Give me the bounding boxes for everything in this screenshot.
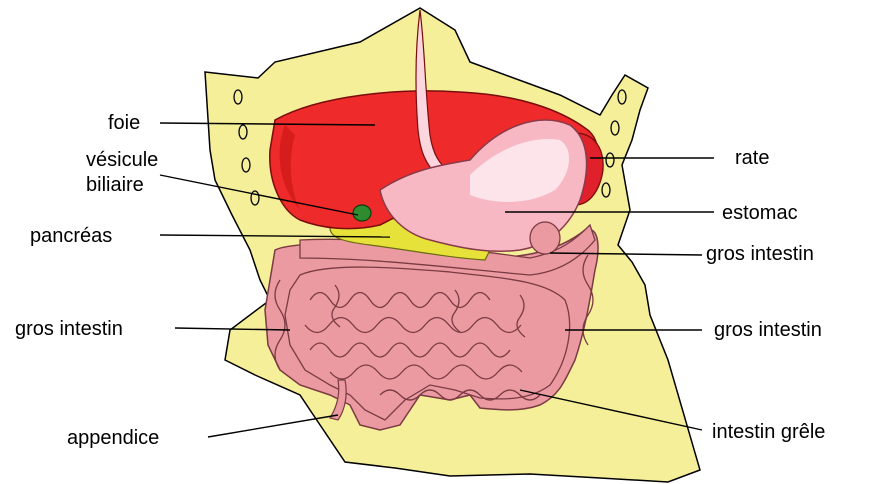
label-vesicule-line1: vésicule xyxy=(86,150,158,170)
label-gros-intestin-right-mid: gros intestin xyxy=(714,320,822,340)
label-pancreas: pancréas xyxy=(30,226,112,246)
gallbladder xyxy=(353,205,371,221)
label-intestin-grele: intestin grêle xyxy=(712,422,825,442)
label-rate: rate xyxy=(735,148,769,168)
label-gros-intestin-left: gros intestin xyxy=(15,319,123,339)
label-foie: foie xyxy=(108,113,140,133)
label-appendice: appendice xyxy=(67,428,159,448)
label-vesicule-line2: biliaire xyxy=(86,175,144,195)
pylorus xyxy=(530,222,560,254)
label-estomac: estomac xyxy=(722,203,798,223)
label-gros-intestin-right-top: gros intestin xyxy=(706,244,814,264)
